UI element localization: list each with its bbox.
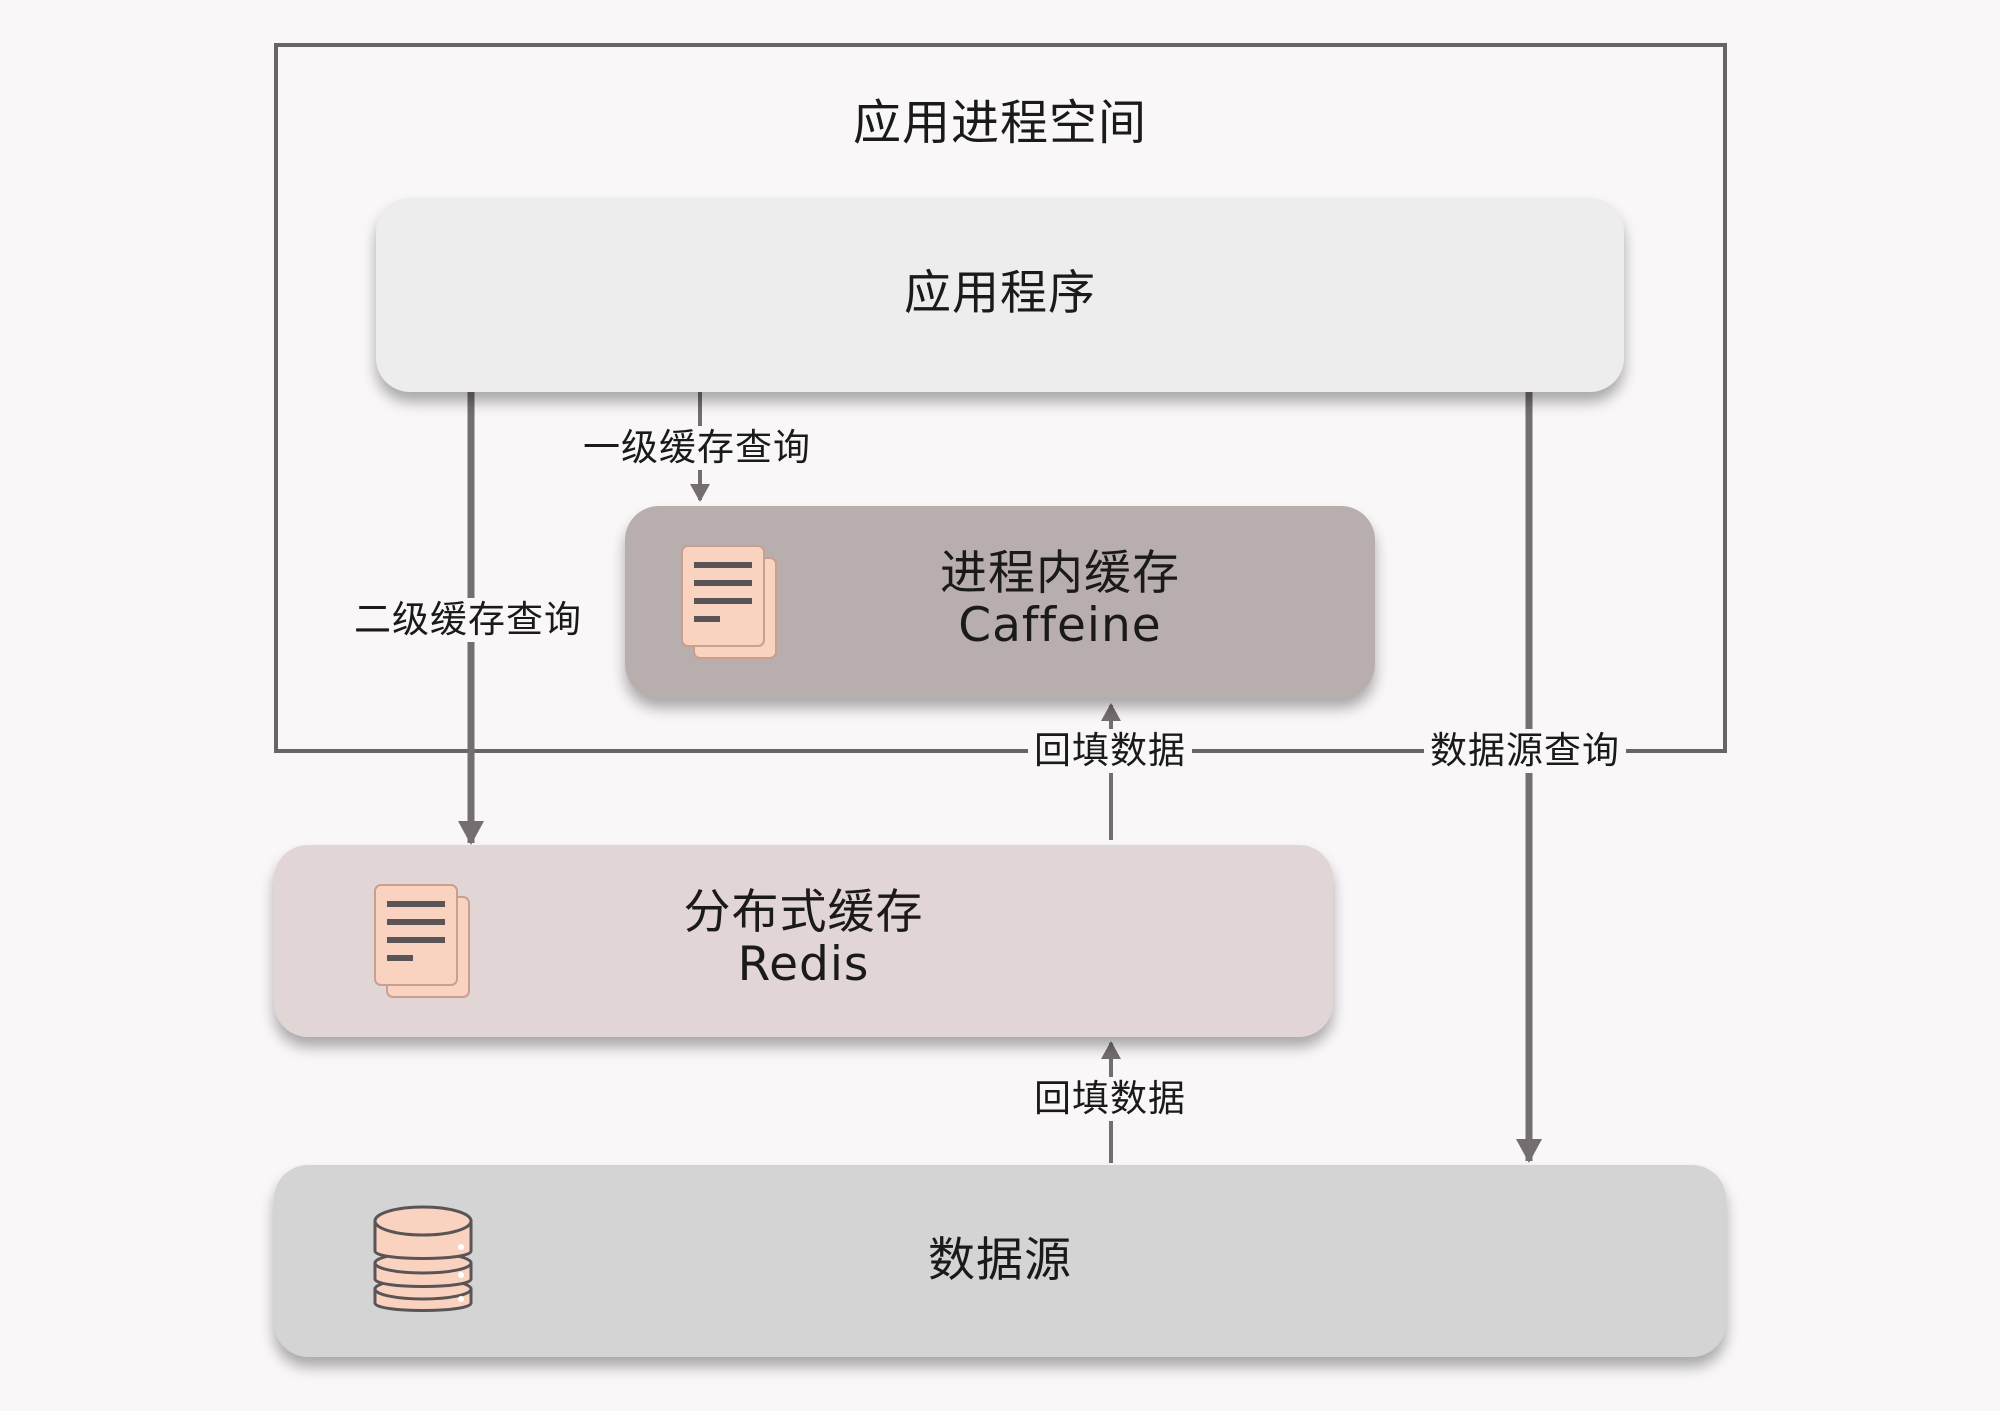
process-space-frame [274,43,1727,753]
datasource-box[interactable]: 数据源 [274,1165,1726,1357]
backfill-distributed-label: 回填数据 [1028,1077,1192,1121]
process-space-title: 应用进程空间 [852,95,1147,151]
distributed-cache-subtitle: Redis [737,937,870,992]
datasource-query-label: 数据源查询 [1424,729,1626,773]
app-title: 应用程序 [904,266,1096,321]
l2-query-label: 二级缓存查询 [348,598,588,642]
document-stack-icon [681,545,777,659]
local-cache-title: 进程内缓存 [940,546,1180,601]
local-cache-box[interactable]: 进程内缓存 Caffeine [625,506,1375,698]
l1-query-label: 一级缓存查询 [577,426,817,470]
distributed-cache-title: 分布式缓存 [683,885,924,940]
backfill-local-label: 回填数据 [1028,729,1192,773]
local-cache-subtitle: Caffeine [958,598,1162,653]
app-box[interactable]: 应用程序 [376,198,1624,392]
distributed-cache-box[interactable]: 分布式缓存 Redis [274,845,1333,1037]
datasource-title: 数据源 [928,1233,1072,1288]
database-icon [373,1205,473,1312]
document-stack-icon [374,884,470,998]
